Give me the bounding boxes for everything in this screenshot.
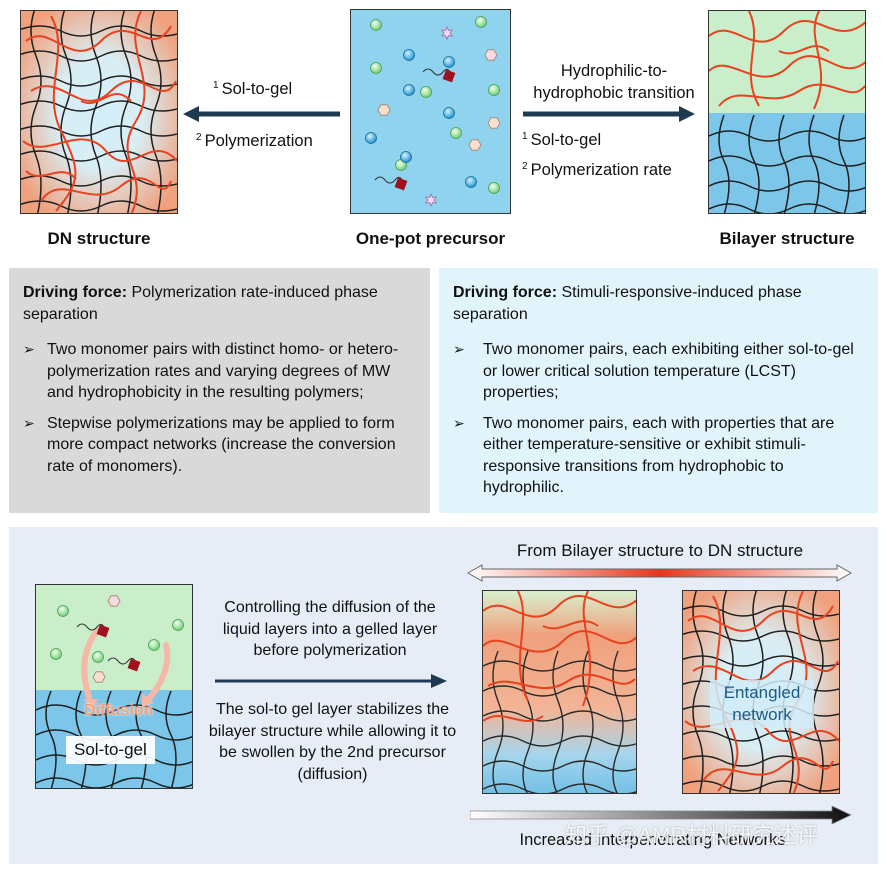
diffusion-arrows-icon — [81, 627, 171, 711]
monomer-sphere-icon — [148, 639, 160, 651]
hexagon-molecule-icon — [377, 104, 391, 116]
red-square-initiator-icon — [442, 69, 456, 83]
hexagon-molecule-icon — [92, 671, 106, 683]
monomer-sphere-icon — [172, 619, 184, 631]
red-chains-top-layer — [709, 11, 865, 110]
left-driving-force-box: Driving force: Polymerization rate-induc… — [9, 268, 430, 513]
monomer-sphere-icon — [488, 182, 500, 194]
dn-structure-caption: DN structure — [47, 229, 151, 248]
monomer-sphere-icon — [465, 176, 477, 188]
black-chains-bottom-layer — [709, 114, 865, 213]
monomer-sphere-icon — [450, 127, 462, 139]
hexagon-molecule-icon — [468, 139, 482, 151]
monomer-sphere-icon — [420, 86, 432, 98]
list-item: ➢Two monomer pairs, each with properties… — [453, 414, 835, 497]
bullet-arrow-icon: ➢ — [23, 414, 35, 431]
monomer-sphere-icon — [403, 49, 415, 61]
bilayer-structure-panel — [708, 10, 866, 214]
star-molecule-icon — [424, 193, 438, 207]
bullet-arrow-icon: ➢ — [453, 341, 465, 357]
arrow-left-icon — [183, 106, 340, 122]
arrow-right-icon — [215, 674, 447, 688]
star-molecule-icon — [440, 26, 454, 40]
hexagon-molecule-icon — [484, 49, 498, 61]
diffusion-control-text: Controlling the diffusion of the liquid … — [222, 599, 438, 659]
list-item: ➢Stepwise polymerizations may be applied… — [23, 414, 396, 475]
diffusion-panel — [35, 584, 193, 789]
monomer-sphere-icon — [443, 56, 455, 68]
red-square-initiator-icon — [394, 177, 408, 191]
monomer-sphere-icon — [57, 605, 69, 617]
diffusion-label: Diffusion — [84, 702, 154, 719]
range-title: From Bilayer structure to DN structure — [516, 541, 804, 560]
hexagon-molecule-icon — [487, 117, 501, 129]
monomer-sphere-icon — [50, 648, 62, 660]
red-square-initiator-icon — [96, 624, 110, 638]
double-headed-gradient-arrow-icon — [467, 564, 852, 582]
arrow-right-icon — [523, 106, 695, 122]
hexagon-molecule-icon — [107, 595, 121, 607]
bullet-arrow-icon: ➢ — [23, 341, 35, 357]
monomer-sphere-icon — [92, 651, 104, 663]
monomer-sphere-icon — [475, 16, 487, 28]
red-network-chains — [22, 11, 177, 213]
monomer-sphere-icon — [443, 107, 455, 119]
bilayer-caption: Bilayer structure — [719, 229, 855, 248]
right-arrow-title: Hydrophilic-to-hydrophobic transition — [533, 62, 695, 102]
monomer-sphere-icon — [403, 84, 415, 96]
bullet-arrow-icon: ➢ — [453, 414, 465, 431]
list-item: ➢Two monomer pairs with distinct homo- o… — [23, 341, 399, 401]
monomer-sphere-icon — [365, 132, 377, 144]
monomer-sphere-icon — [400, 151, 412, 163]
intermediate-structure-panel — [482, 590, 637, 794]
list-item: ➢Two monomer pairs, each exhibiting eith… — [453, 341, 854, 401]
monomer-sphere-icon — [370, 19, 382, 31]
gradient-arrow-icon — [470, 806, 852, 824]
gradient-label: Increased Interpenetrating Networks — [519, 831, 786, 849]
left-box-heading: Driving force: Polymerization rate-induc… — [23, 284, 378, 323]
right-box-heading: Driving force: Stimuli-responsive-induce… — [453, 284, 802, 323]
monomer-sphere-icon — [488, 84, 500, 96]
stabilization-text: The sol-to gel layer stabilizes the bila… — [208, 701, 457, 783]
red-square-initiator-icon — [127, 658, 141, 672]
dn-structure-panel — [20, 10, 178, 214]
monomer-sphere-icon — [370, 62, 382, 74]
one-pot-precursor-panel — [350, 9, 511, 214]
watermark: 知乎 @AMR材料研究述评 — [565, 823, 819, 848]
precursor-caption: One-pot precursor — [355, 229, 506, 248]
sol-to-gel-label: Sol-to-gel — [66, 736, 155, 764]
right-driving-force-box: Driving force: Stimuli-responsive-induce… — [439, 268, 878, 513]
